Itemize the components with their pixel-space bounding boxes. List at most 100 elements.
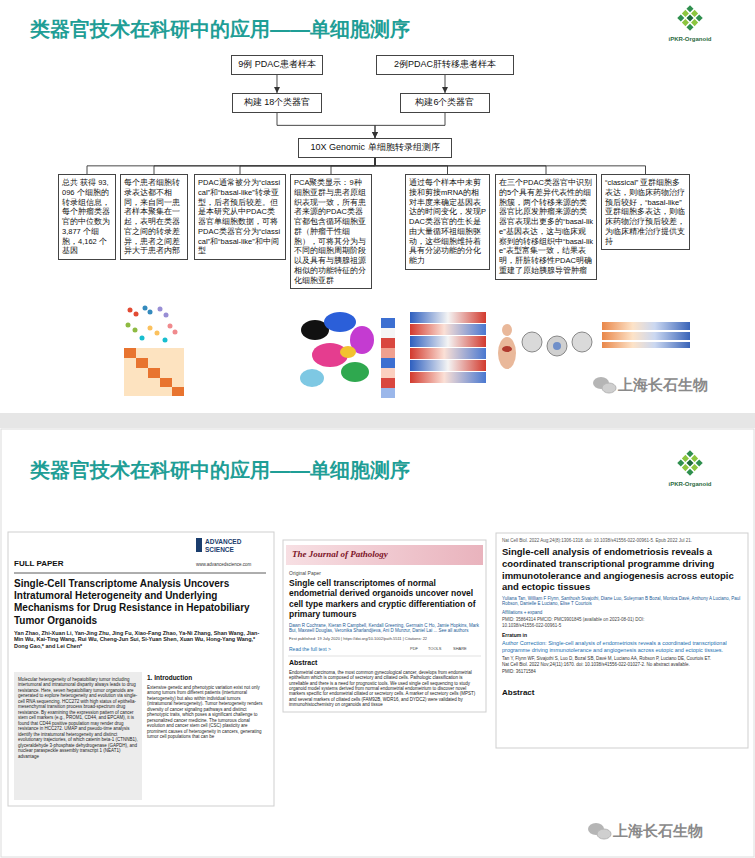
tsne-dot: [128, 308, 133, 313]
connector: [375, 113, 445, 138]
logo-tile: [682, 19, 689, 26]
logo-tile: [677, 14, 684, 21]
wechat-icon: [597, 829, 611, 839]
abstract-box: [14, 672, 142, 800]
node-text: PCA聚类显示：9种细胞亚群与患者原组织表现一致，所有患者来源的PDAC类器官都…: [294, 178, 368, 285]
slide-frame: [1, 429, 754, 857]
erratum-citation: Nat Cell Biol. 2022 Nov;24(11):1670. doi…: [502, 662, 742, 667]
tsne-dot: [148, 310, 153, 315]
connector: [154, 158, 375, 174]
paper-panel: [8, 532, 274, 806]
finding-box: “classical” 亚群细胞多表达，则临床药物治疗预后较好，“basal-l…: [601, 174, 690, 250]
citation-line: Nat Cell Biol. 2022 Aug;24(8):1306-1318.…: [502, 538, 742, 543]
tsne-dot: [126, 323, 131, 328]
identifier-line: PMID: 36171584: [502, 669, 622, 674]
logo-tile: [691, 19, 698, 26]
body-torso: [498, 337, 516, 369]
logo-tile: [686, 14, 693, 21]
toolbar-item: PDF: [410, 647, 426, 652]
tsne-dot: [164, 313, 169, 318]
expression-band: [602, 342, 690, 348]
marker-heatmap-cell: [381, 388, 395, 398]
erratum-link: Author Correction: Single-cell analysis …: [502, 640, 742, 653]
logo-text: iPKR-Organoid: [664, 481, 716, 488]
finding-box: 在三个PDAC类器官中识别的5个具有差异代表性的细胞簇，两个转移来源的类器官比原…: [495, 174, 597, 280]
expression-band: [602, 322, 690, 330]
logo-tile: [686, 5, 693, 12]
tsne-dot: [140, 336, 145, 341]
watermark: 上海长石生物: [613, 822, 737, 840]
section-heading: Abstract: [289, 659, 369, 668]
abstract-text: Endometrial carcinoma, the most common g…: [289, 670, 481, 708]
tsne-dot: [163, 338, 168, 343]
node-text: 总共 获得 93,096 个细胞的转录组信息，每个肿瘤类器官的中位数为 3,87…: [62, 178, 112, 256]
journal-name: ADVANCED SCIENCE: [205, 538, 265, 554]
logo-tile: [696, 14, 703, 21]
section-tag: FULL PAPER: [14, 559, 114, 569]
section-heading: Abstract: [502, 688, 602, 698]
abstract-text: Molecular heterogeneity of hepatobiliary…: [18, 677, 139, 759]
body-head: [502, 324, 512, 336]
heatmap-block: [160, 378, 172, 387]
erratum-heading: Erratum in: [502, 632, 582, 638]
organoid-stain: [553, 342, 561, 350]
tsne-dot: [155, 331, 160, 336]
tsne-dot: [158, 307, 163, 312]
logo-tile: [686, 469, 693, 476]
marker-heatmap-cell: [381, 368, 395, 378]
marker-heatmap-cell: [381, 358, 395, 368]
logo-tile: [691, 455, 698, 462]
process-box: 10X Genomic 单细胞转录组测序: [298, 138, 452, 158]
author-list: Yuliana Tan, William F Flynn, Santhosh S…: [502, 596, 742, 607]
connector: [276, 75, 277, 93]
paper-panel: [496, 533, 748, 748]
heatmap-block: [148, 368, 160, 378]
finding-box: 通过每个样本中未剪接和剪接mRNA的相对丰度来确定基因表达的时间变化，发现PDA…: [405, 174, 490, 270]
slide-title: 类器官技术在科研中的应用——单细胞测序: [30, 16, 410, 43]
umap-cluster: [300, 369, 324, 387]
affiliation-link: Affiliations + expand: [502, 610, 622, 615]
velocity-heatmap-row: [410, 372, 486, 383]
body-text: Extensive genetic and phenotypic variati…: [147, 685, 267, 740]
logo-tile: [686, 24, 693, 31]
finding-box: PDAC通常被分为“classical”和“basal-like”转录亚型，后者…: [194, 174, 286, 260]
node-text: 9例 PDAC患者样本: [238, 59, 316, 71]
tsne-dot: [143, 306, 148, 311]
header-rule: [14, 573, 266, 574]
tsne-dot: [134, 312, 139, 317]
logo-text: iPKR-Organoid: [664, 36, 716, 43]
publication-info: First published: 19 July 2020 | https://…: [289, 637, 481, 642]
tsne-dot: [173, 330, 178, 335]
author-list: Yan Zhao, Zhi-Xuan Li, Yan-Jing Zhu, Jin…: [14, 630, 266, 650]
paper-title: Single-Cell Transcriptome Analysis Uncov…: [14, 578, 266, 627]
node-text: 构建6个类器官: [407, 97, 483, 109]
link-text: Read the full text >: [289, 646, 369, 652]
heatmap-block: [136, 358, 148, 368]
expression-band: [602, 332, 690, 340]
finding-box: PCA聚类显示：9种细胞亚群与患者原组织表现一致，所有患者来源的PDAC类器官都…: [290, 174, 372, 289]
connector: [331, 158, 375, 174]
heatmap-block: [172, 387, 184, 396]
connector: [445, 75, 446, 93]
velocity-heatmap-row: [410, 360, 486, 371]
logo-tile: [682, 10, 689, 17]
organoid-image: [572, 332, 592, 352]
logo-tile: [696, 459, 703, 466]
tsne-dot: [133, 328, 138, 333]
section-heading: 1. Introduction: [147, 674, 257, 682]
logo-tile: [686, 450, 693, 457]
tsne-dot: [168, 324, 173, 329]
marker-heatmap-cell: [381, 348, 395, 358]
organoid-image: [522, 332, 542, 352]
slide-title: 类器官技术在科研中的应用——单细胞测序: [30, 458, 460, 482]
organoid-image: [547, 336, 567, 356]
correlation-heatmap: [124, 348, 184, 396]
finding-box: 总共 获得 93,096 个细胞的转录组信息，每个肿瘤类器官的中位数为 3,87…: [58, 174, 116, 260]
process-box: 构建6个类器官: [400, 93, 490, 113]
connector: [375, 158, 646, 174]
toolbar-rule: [288, 656, 481, 657]
slide-gap: [0, 413, 755, 428]
connector: [87, 158, 375, 174]
marker-heatmap-cell: [381, 328, 395, 338]
